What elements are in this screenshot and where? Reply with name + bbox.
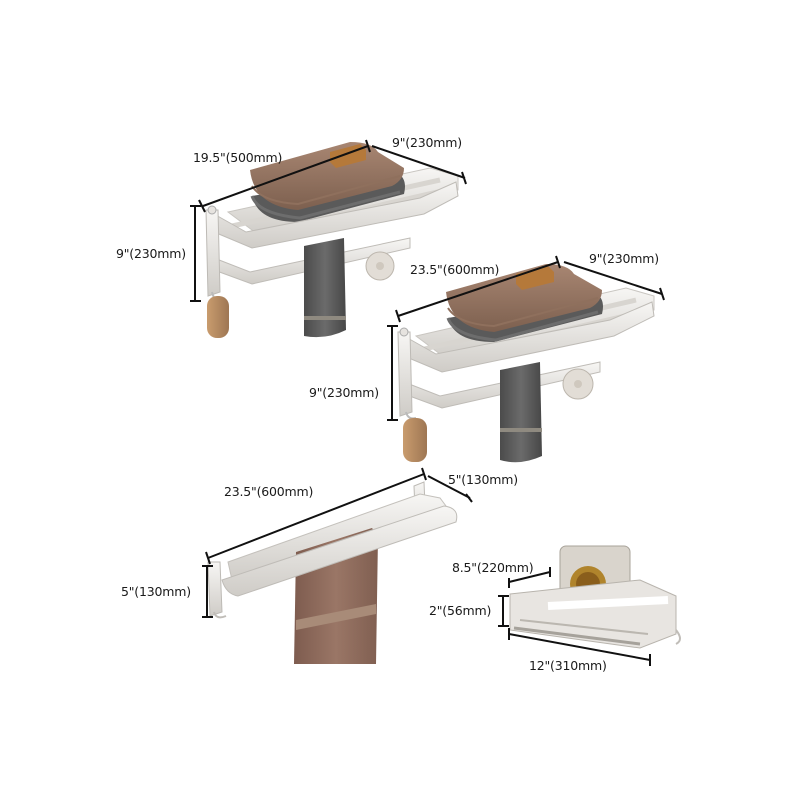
double-bar-illustration [207,481,458,664]
basket-height-label: 2"(56mm) [429,603,492,618]
rack-500-height-label: 9"(230mm) [116,246,186,261]
rack-600-illustration [397,264,655,463]
rack-500-length-label: 19.5"(500mm) [193,150,283,165]
rack-600-height-label: 9"(230mm) [309,385,379,400]
rack-600-length-label: 23.5"(600mm) [410,262,500,277]
basket-illustration [509,545,681,649]
basket-length-label: 12"(310mm) [529,658,607,673]
double-bar-height-label: 5"(130mm) [121,584,191,599]
rack-500-depth-label: 9"(230mm) [392,135,462,150]
rack-500-illustration [205,142,459,338]
double-bar-length-label: 23.5"(600mm) [224,484,314,499]
double-bar-depth-label: 5"(130mm) [448,472,518,487]
rack-600-depth-label: 9"(230mm) [589,251,659,266]
basket-depth-label: 8.5"(220mm) [452,560,534,575]
dimension-lines [190,139,665,666]
